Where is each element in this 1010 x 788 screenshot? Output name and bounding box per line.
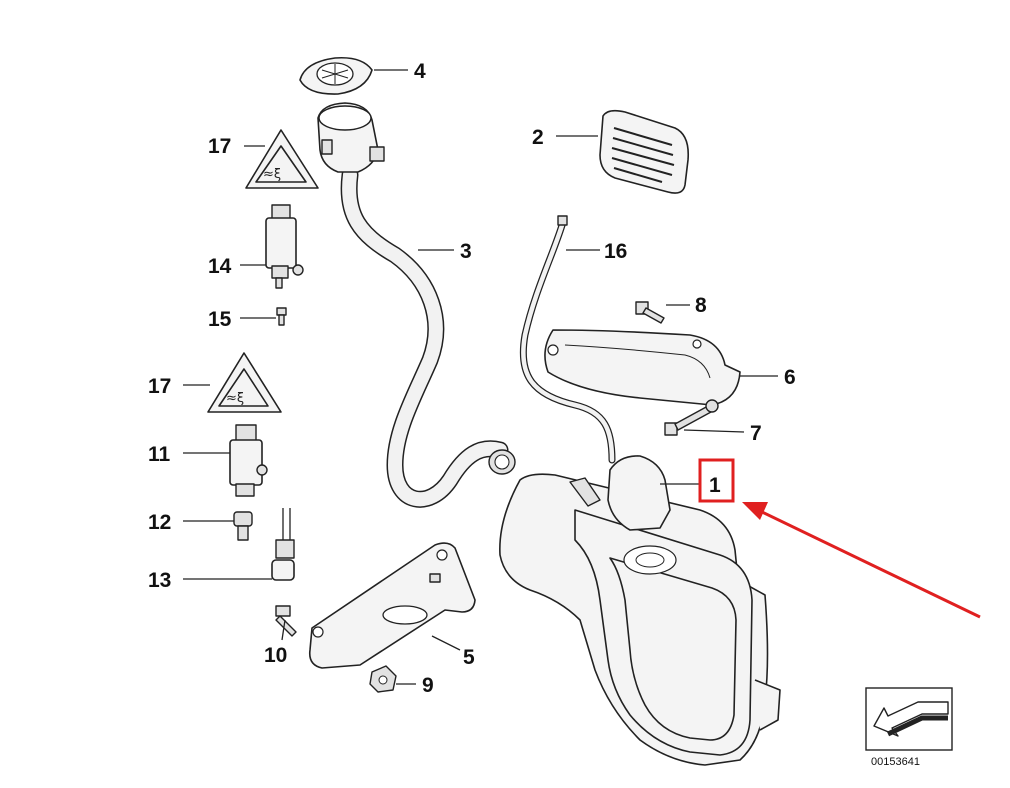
callout-17-lower: 17 [148, 375, 171, 398]
washer-pump-upper [265, 204, 304, 289]
reference-number: 00153641 [871, 756, 920, 768]
svg-text:≈ξ: ≈ξ [226, 391, 244, 406]
cover-shield [544, 329, 741, 406]
svg-text:≈ξ: ≈ξ [263, 167, 281, 182]
callout-9: 9 [422, 674, 434, 697]
callout-7: 7 [750, 422, 762, 445]
callout-6: 6 [784, 366, 796, 389]
callout-11: 11 [148, 443, 171, 466]
callouts: 4 2 17 3 16 14 8 15 6 17 7 11 12 13 5 10… [148, 60, 796, 697]
callout-17-upper: 17 [208, 135, 231, 158]
vent-tube [519, 215, 616, 464]
callout-5: 5 [463, 646, 475, 669]
label-sticker [599, 109, 690, 194]
bolt-7 [664, 399, 719, 436]
callout-10: 10 [264, 644, 287, 667]
highlight-part-1: 1 [698, 458, 981, 619]
callout-16: 16 [604, 240, 627, 263]
nut-9 [369, 665, 397, 693]
reference-box: 00153641 [865, 687, 953, 768]
callout-8: 8 [695, 294, 707, 317]
screw-15 [276, 307, 287, 326]
grommet [233, 511, 253, 541]
callout-1: 1 [709, 474, 721, 497]
warning-label-upper: ≈ξ [245, 129, 319, 189]
highlight-arrow-shaft [761, 510, 981, 619]
bolt-10 [275, 605, 297, 637]
washer-reservoir-tank [499, 455, 781, 766]
callout-4: 4 [414, 60, 426, 83]
bolt-8 [635, 301, 665, 324]
callout-14: 14 [208, 255, 232, 278]
level-sensor [271, 508, 295, 581]
highlight-box [698, 458, 735, 503]
mounting-bracket [308, 542, 476, 669]
washer-pump-lower [229, 424, 268, 497]
callout-2: 2 [532, 126, 544, 149]
filler-cap [299, 56, 373, 95]
filler-neck-hose [317, 102, 516, 508]
highlight-arrow-head [742, 502, 768, 520]
callout-3: 3 [460, 240, 472, 263]
leader-lines [183, 69, 778, 685]
callout-13: 13 [148, 569, 171, 592]
callout-12: 12 [148, 511, 171, 534]
warning-label-lower: ≈ξ [207, 352, 282, 413]
callout-15: 15 [208, 308, 232, 331]
